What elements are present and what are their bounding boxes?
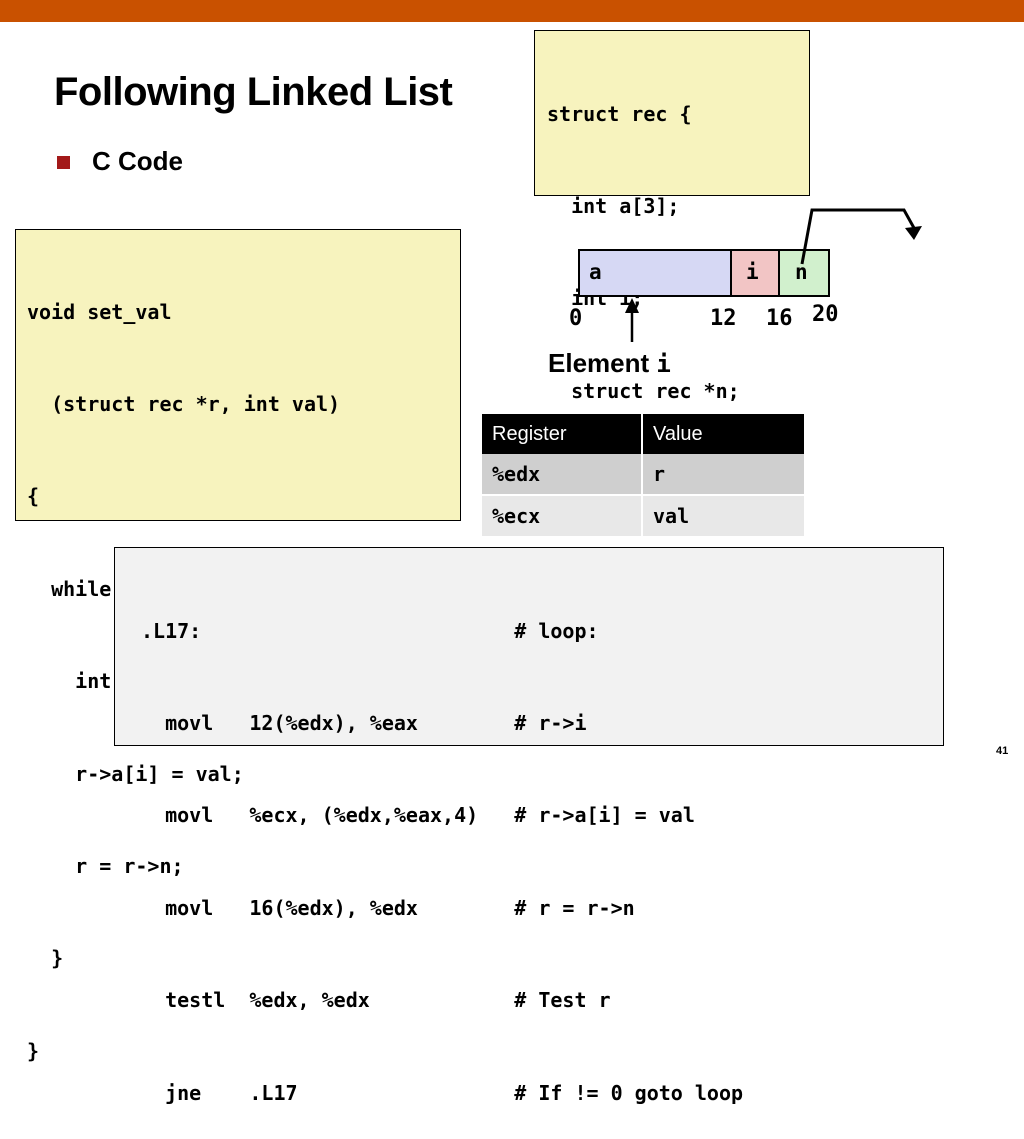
slide-title: Following Linked List bbox=[54, 70, 453, 114]
offset-0: 0 bbox=[569, 306, 583, 331]
assembly-code: .L17: # loop: movl 12(%edx), %eax # r->i… bbox=[114, 547, 944, 1105]
bullet-c-code: C Code bbox=[92, 146, 183, 176]
top-accent-bar bbox=[0, 0, 1024, 22]
code-line: r = r->n; bbox=[27, 853, 184, 878]
next-pointer-arrowhead bbox=[905, 226, 922, 240]
offset-20: 20 bbox=[812, 302, 839, 327]
asm-line: movl 16(%edx), %edx # r = r->n bbox=[141, 895, 635, 920]
header-register: Register bbox=[482, 414, 643, 454]
code-line: { bbox=[27, 484, 40, 509]
value-cell: r bbox=[642, 454, 804, 496]
asm-line: jne .L17 # If != 0 goto loop bbox=[141, 1080, 744, 1105]
bullet-square-icon bbox=[57, 156, 70, 169]
code-line: int a[3]; bbox=[547, 193, 680, 218]
asm-line: movl %ecx, (%edx,%eax,4) # r->a[i] = val bbox=[141, 803, 695, 828]
asm-line: .L17: # loop: bbox=[141, 618, 599, 643]
register-table: Register Value %edx r %ecx val bbox=[482, 414, 804, 536]
element-i-label: Element i bbox=[548, 348, 671, 379]
code-line: struct rec { bbox=[547, 101, 692, 126]
element-arrowhead bbox=[625, 298, 639, 313]
table-row: %edx r bbox=[482, 454, 804, 496]
offset-16: 16 bbox=[766, 306, 793, 331]
table-header-row: Register Value bbox=[482, 414, 804, 454]
next-pointer-arrow bbox=[800, 208, 916, 265]
code-line: } bbox=[27, 946, 64, 971]
table-row: %ecx val bbox=[482, 495, 804, 536]
register-cell: %edx bbox=[482, 454, 643, 496]
page-number: 41 bbox=[996, 745, 1009, 757]
element-label-text: Element bbox=[548, 348, 650, 378]
code-line: void set_val bbox=[27, 299, 172, 324]
set-val-code: void set_val (struct rec *r, int val) { … bbox=[15, 229, 461, 1063]
header-value: Value bbox=[642, 414, 804, 454]
struct-field-i: i bbox=[730, 249, 780, 297]
diagram-arrows bbox=[625, 208, 922, 342]
value-cell: val bbox=[642, 495, 804, 536]
asm-line: testl %edx, %edx # Test r bbox=[141, 988, 611, 1013]
offset-12: 12 bbox=[710, 306, 737, 331]
code-line: } bbox=[27, 1038, 40, 1063]
register-cell: %ecx bbox=[482, 495, 643, 536]
asm-line: movl 12(%edx), %eax # r->i bbox=[141, 710, 587, 735]
code-line: struct rec *n; bbox=[547, 378, 740, 403]
code-line: (struct rec *r, int val) bbox=[27, 391, 341, 416]
struct-rec-code: struct rec { int a[3]; int i; struct rec… bbox=[534, 30, 810, 495]
element-label-code: i bbox=[656, 350, 671, 378]
struct-field-a: a bbox=[578, 249, 732, 297]
